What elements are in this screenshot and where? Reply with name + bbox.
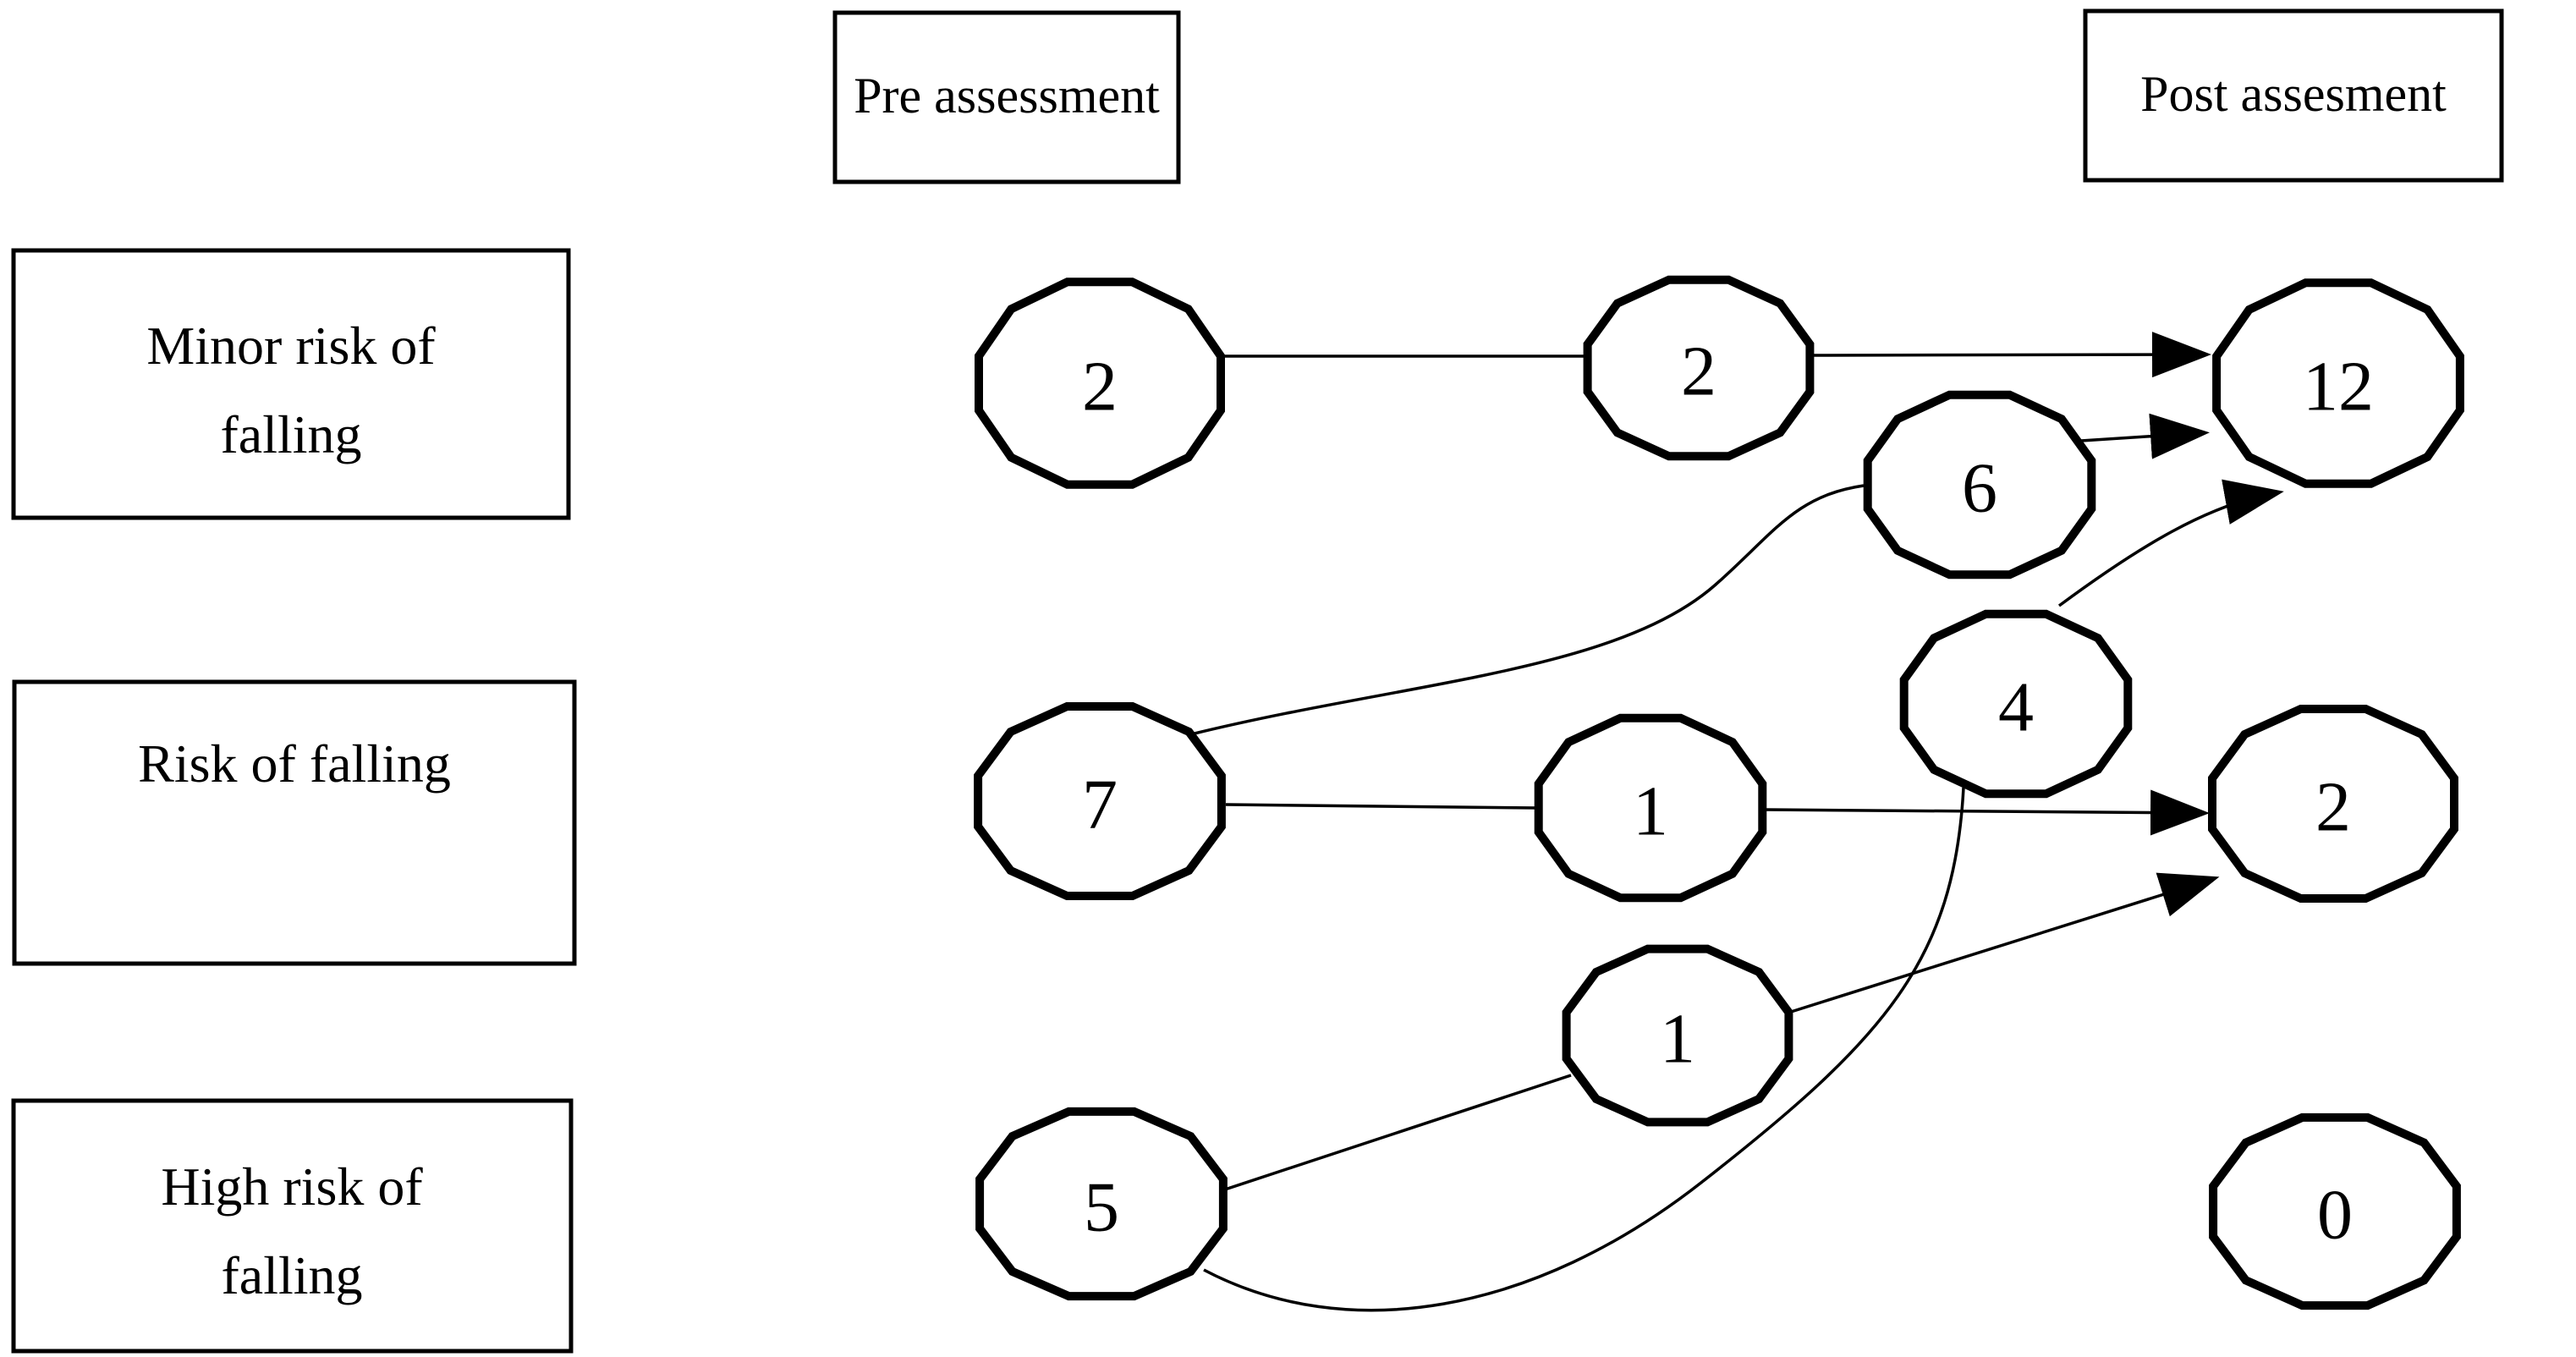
node-value-n2post: 2: [2315, 768, 2351, 847]
edge-n5-n4: [1203, 787, 1965, 1312]
row-label-high-line: falling: [221, 1245, 362, 1305]
node-shape-n2mid: [1583, 275, 1815, 461]
node-n0: 0: [2209, 1113, 2461, 1310]
edge-n1mid-n2post: [1764, 789, 2210, 836]
edge-n5-n1low: [1224, 1074, 1572, 1191]
node-shape-n2post: [2208, 705, 2458, 903]
header-rect-post: [2083, 8, 2504, 183]
node-n2mid: 2: [1583, 275, 1815, 461]
node-n7: 7: [974, 702, 1226, 900]
row-label-risk-line: Risk of falling: [138, 733, 451, 794]
node-shape-n7: [974, 702, 1226, 900]
row-label-rect-high: [11, 1098, 574, 1354]
node-value-n7: 7: [1082, 766, 1118, 844]
node-shape-n1low: [1562, 944, 1793, 1127]
node-shape-n5: [975, 1107, 1228, 1301]
node-n1low: 1: [1562, 944, 1793, 1127]
node-n2pre: 2: [975, 277, 1225, 489]
node-n1mid: 1: [1534, 713, 1767, 903]
node-value-n4: 4: [1998, 668, 2034, 747]
row-label-rect-risk: [12, 679, 577, 966]
edges-layer: [1190, 332, 2284, 1312]
node-value-n1mid: 1: [1633, 772, 1668, 851]
node-n4: 4: [1899, 609, 2133, 799]
edge-n2mid-n12: [1811, 332, 2211, 378]
node-shape-n1mid: [1534, 713, 1767, 903]
node-shape-n12: [2212, 278, 2464, 488]
node-value-n12: 12: [2303, 348, 2374, 426]
node-n5: 5: [975, 1107, 1228, 1301]
edge-n7-n1mid: [1225, 803, 1539, 810]
node-value-n0: 0: [2317, 1176, 2353, 1255]
edge-n7-n6: [1190, 484, 1865, 736]
row-label-high-line: High risk of: [161, 1156, 423, 1217]
node-value-n1low: 1: [1660, 1000, 1695, 1079]
edge-n4-n12: [2057, 479, 2284, 607]
row-label-box-high: High risk of falling: [11, 1098, 574, 1354]
edge-n1low-n2post: [1790, 872, 2220, 1014]
node-n12: 12: [2212, 278, 2464, 488]
node-shape-n2pre: [975, 277, 1225, 489]
header-label-post: Post assesment: [2140, 66, 2447, 122]
row-label-rect-minor: [11, 248, 571, 520]
row-label-minor-line: falling: [220, 404, 361, 464]
header-box-post: Post assesment: [2083, 8, 2504, 183]
header-rect-pre: [832, 10, 1181, 184]
node-value-n5: 5: [1084, 1168, 1119, 1247]
node-n6: 6: [1863, 390, 2096, 580]
node-value-n6: 6: [1962, 449, 1997, 528]
node-shape-n4: [1899, 609, 2133, 799]
header-label-pre: Pre assessment: [854, 68, 1160, 124]
header-box-pre: Pre assessment: [832, 10, 1181, 184]
row-label-box-risk: Risk of falling: [12, 679, 577, 966]
node-shape-n0: [2209, 1113, 2461, 1310]
edge-n6-n12: [2080, 413, 2210, 459]
node-n2post: 2: [2208, 705, 2458, 903]
node-shape-n6: [1863, 390, 2096, 580]
row-label-minor-line: Minor risk of: [146, 316, 436, 376]
node-value-n2mid: 2: [1681, 332, 1716, 411]
node-value-n2pre: 2: [1082, 348, 1118, 426]
row-label-box-minor: Minor risk of falling: [11, 248, 571, 520]
